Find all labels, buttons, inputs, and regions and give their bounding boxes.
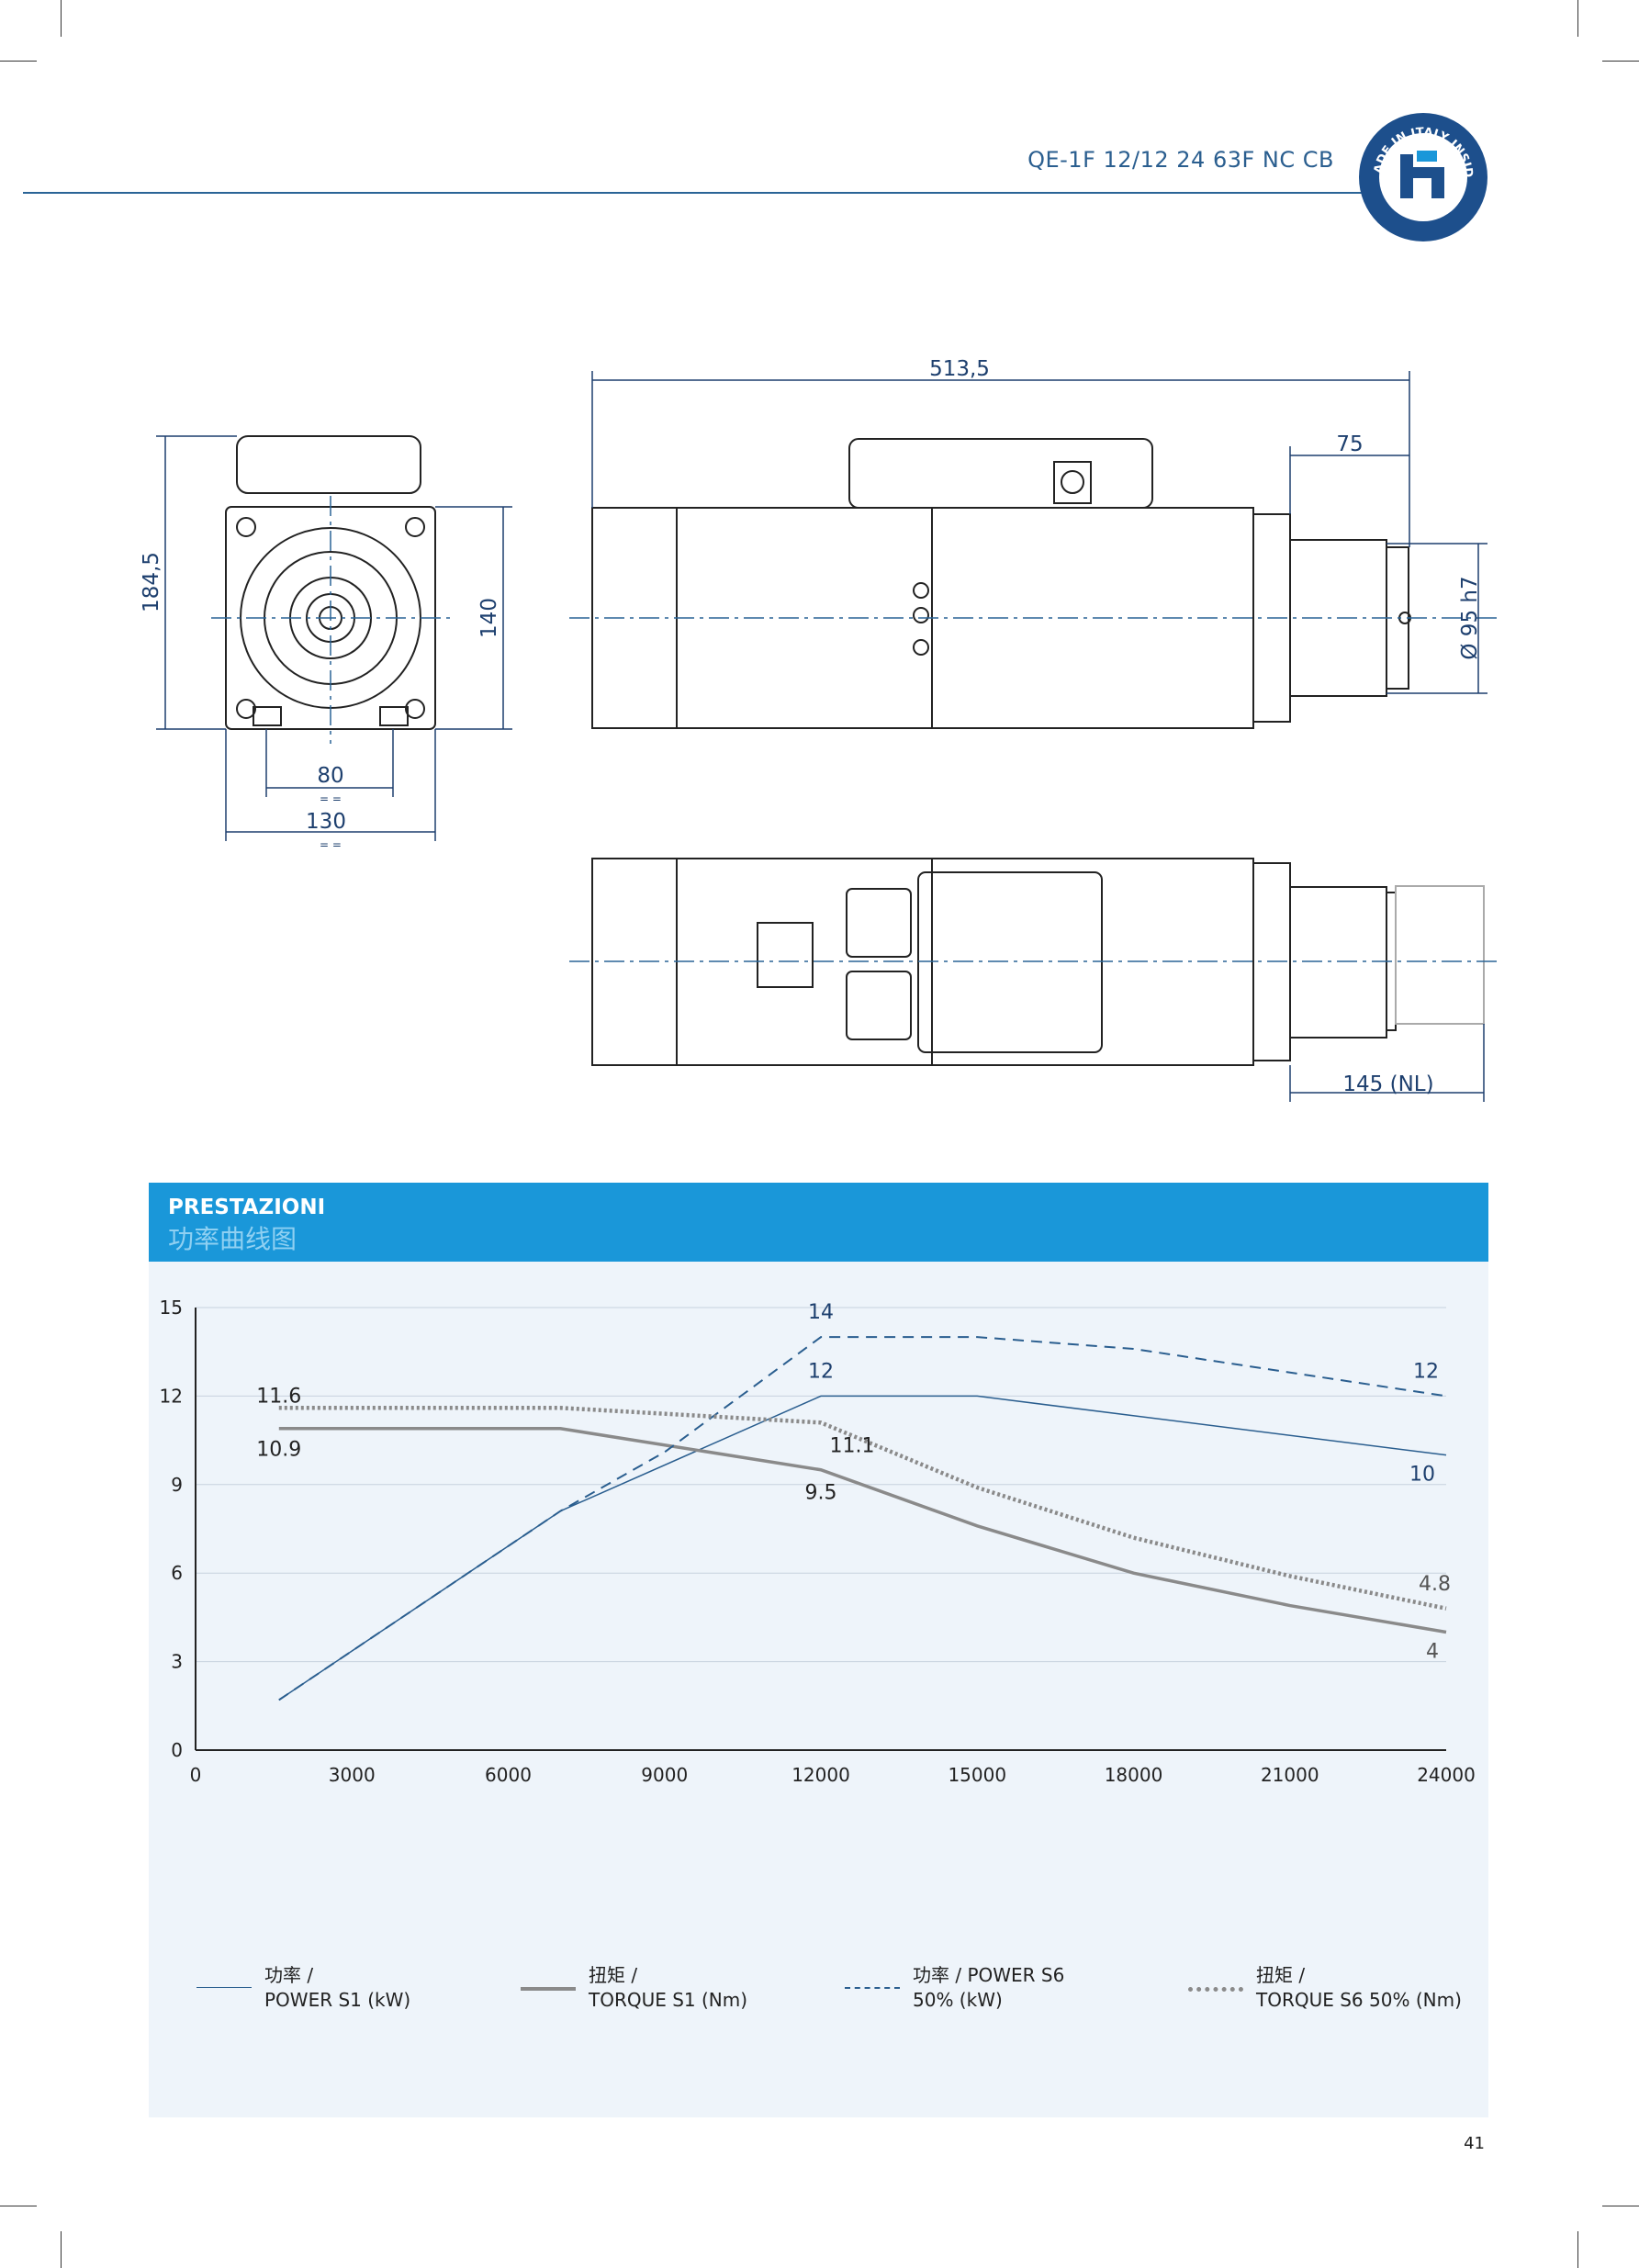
- legend-swatch: [196, 1987, 252, 1988]
- x-tick-label: 6000: [485, 1764, 532, 1786]
- legend-item: 扭矩 / TORQUE S1 (Nm): [521, 1963, 747, 2013]
- legend-label-en: TORQUE S1 (Nm): [589, 1989, 748, 2011]
- data-label: 9.5: [805, 1482, 837, 1505]
- connector-box-side: [848, 438, 1153, 509]
- legend-label: 扭矩 / TORQUE S1 (Nm): [589, 1963, 747, 2013]
- equal-mark: = =: [320, 838, 342, 851]
- connector-box-front: [236, 435, 421, 494]
- section-header: PRESTAZIONI 功率曲线图: [149, 1183, 1488, 1262]
- company-logo: MADE IN ITALY INSIDE SINCE 1977: [1354, 108, 1487, 241]
- document-title: QE-1F 12/12 24 63F NC CB: [1027, 147, 1334, 173]
- legend-swatch: [845, 1987, 900, 1989]
- crop-mark: [61, 0, 62, 37]
- y-tick-label: 15: [160, 1297, 183, 1319]
- x-tick-label: 12000: [791, 1764, 850, 1786]
- crop-mark: [1602, 61, 1639, 62]
- legend-label-en: 50% (kW): [913, 1989, 1003, 2011]
- dim-nose: 75: [1336, 432, 1363, 456]
- data-label: 4.8: [1419, 1573, 1451, 1596]
- legend-label: 功率 / POWER S6 50% (kW): [913, 1963, 1064, 2013]
- legend-swatch: [521, 1987, 576, 1991]
- y-tick-label: 6: [171, 1562, 183, 1584]
- legend-swatch: [1188, 1987, 1243, 1992]
- series-line: [278, 1406, 1447, 1611]
- dim-height: 184,5: [140, 552, 163, 612]
- data-label: 11.1: [830, 1434, 875, 1457]
- crop-mark: [61, 2231, 62, 2268]
- legend-label-en: POWER S1 (kW): [264, 1989, 411, 2011]
- legend-label-cn: 功率 /: [264, 1964, 314, 1986]
- legend-item: 功率 / POWER S6 50% (kW): [845, 1963, 1064, 2013]
- y-tick-label: 9: [171, 1474, 183, 1496]
- x-tick-label: 9000: [641, 1764, 688, 1786]
- dim-length: 513,5: [929, 357, 990, 381]
- x-tick-label: 18000: [1105, 1764, 1163, 1786]
- data-label: 10.9: [256, 1439, 301, 1462]
- performance-chart: 0 3 6 9 12 15 0 3000 6000 9000 12000 15000 18000 2100…: [160, 1297, 1476, 1786]
- series-line: [278, 1426, 1447, 1634]
- series-line: [278, 1336, 1447, 1701]
- legend-item: 扭矩 / TORQUE S6 50% (Nm): [1188, 1963, 1462, 2013]
- y-tick-label: 12: [160, 1385, 183, 1407]
- x-tick-label: 15000: [948, 1764, 1006, 1786]
- section-subtitle: 功率曲线图: [168, 1224, 297, 1254]
- legend-label: 功率 / POWER S1 (kW): [264, 1963, 410, 2013]
- dim-nl: 145 (NL): [1342, 1072, 1433, 1096]
- legend-label-en: TORQUE S6 50% (Nm): [1256, 1989, 1462, 2011]
- y-tick-label: 0: [171, 1739, 183, 1761]
- data-label: 4: [1426, 1640, 1439, 1663]
- x-tick-label: 0: [190, 1764, 202, 1786]
- header-rule: [23, 192, 1368, 194]
- dim-width-outer: 130: [306, 810, 346, 834]
- dim-width-inner: 80: [317, 764, 343, 788]
- x-tick-label: 24000: [1417, 1764, 1476, 1786]
- legend-item: 功率 / POWER S1 (kW): [196, 1963, 410, 2013]
- equal-mark: = =: [320, 792, 342, 805]
- legend-label: 扭矩 / TORQUE S6 50% (Nm): [1256, 1963, 1462, 2013]
- dim-diameter: Ø 95 h7: [1458, 576, 1482, 659]
- legend-label-cn: 扭矩 /: [589, 1964, 638, 1986]
- x-tick-label: 3000: [329, 1764, 376, 1786]
- section-title: PRESTAZIONI: [168, 1196, 326, 1219]
- page-number: 41: [1464, 2134, 1485, 2153]
- crop-mark: [1577, 0, 1578, 37]
- technical-drawing: 513,5 75 184,5 140 80 = = 130 = = Ø 95 h…: [140, 357, 1501, 1102]
- legend-label-cn: 扭矩 /: [1256, 1964, 1306, 1986]
- data-label: 12: [1413, 1360, 1439, 1383]
- crop-mark: [1577, 2231, 1578, 2268]
- data-label: 11.6: [256, 1385, 301, 1408]
- legend-label-cn: 功率 / POWER S6: [913, 1964, 1065, 1986]
- dim-body: 140: [477, 598, 501, 638]
- performance-section: PRESTAZIONI 功率曲线图 0 3 6 9 12 15 0 3000 6000 9000 1…: [149, 1183, 1488, 2117]
- x-tick-label: 21000: [1261, 1764, 1319, 1786]
- data-label: 10: [1409, 1464, 1435, 1487]
- data-label: 12: [808, 1360, 834, 1383]
- data-label: 14: [808, 1301, 834, 1324]
- y-tick-label: 3: [171, 1651, 183, 1673]
- crop-mark: [0, 61, 37, 62]
